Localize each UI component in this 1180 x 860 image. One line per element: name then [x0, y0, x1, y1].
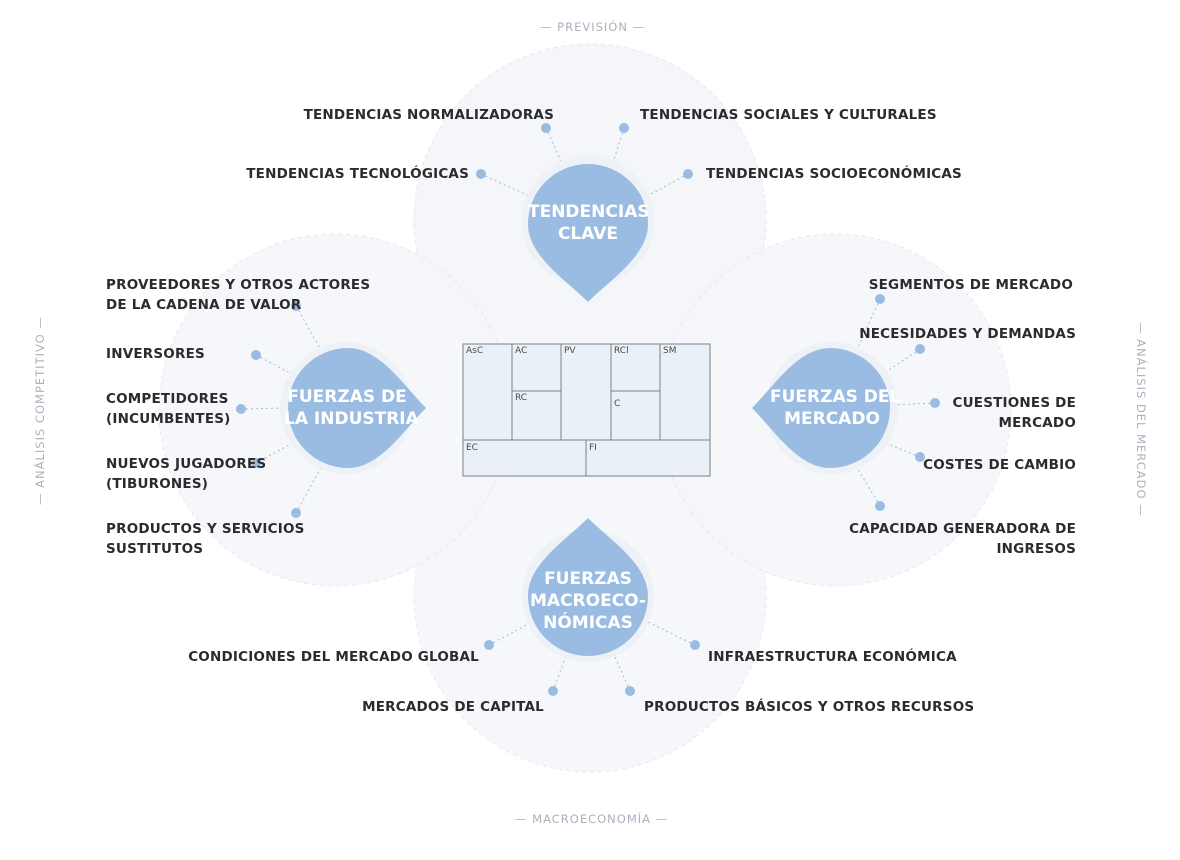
title-line: NÓMICAS	[543, 613, 633, 633]
dot	[251, 458, 261, 468]
cell-pv	[560, 343, 612, 441]
title-mercado: FUERZAS DEL MERCADO	[770, 386, 901, 430]
item-competidores: COMPETIDORES (INCUMBENTES)	[106, 389, 231, 429]
dot	[683, 169, 693, 179]
dot	[236, 404, 246, 414]
item-line: SUSTITUTOS	[106, 541, 204, 557]
cell-label-pv: PV	[564, 346, 576, 356]
item-inversores: INVERSORES	[106, 344, 205, 364]
drop-tendencias	[528, 164, 648, 302]
dot	[484, 640, 494, 650]
item-condiciones-mercado-global: CONDICIONES DEL MERCADO GLOBAL	[188, 649, 479, 665]
cell-label-sm: SM	[663, 346, 677, 356]
dot	[690, 640, 700, 650]
item-productos-sustitutos: PRODUCTOS Y SERVICIOS SUSTITUTOS	[106, 519, 305, 559]
drop-mercado	[752, 348, 890, 468]
item-line: SEGMENTOS DE MERCADO	[868, 277, 1073, 293]
item-line: PROVEEDORES Y OTROS ACTORES	[106, 277, 371, 293]
dot	[619, 123, 629, 133]
item-infraestructura-economica: INFRAESTRUCTURA ECONÓMICA	[708, 649, 957, 665]
cell-label-c: C	[614, 399, 621, 409]
drop-macro	[528, 518, 648, 656]
cell-label-ec: EC	[466, 443, 478, 453]
axis-bottom-text: MACROECONOMÍA	[532, 812, 651, 826]
title-line: FUERZAS DEL	[770, 387, 901, 407]
title-line: MERCADO	[784, 409, 880, 429]
axis-bottom-label: — MACROECONOMÍA —	[515, 812, 669, 826]
axis-right-label: — ANÁLISIS DEL MERCADO —	[1134, 322, 1148, 517]
drop-industria	[288, 348, 426, 468]
cell-rc	[511, 390, 562, 441]
item-nuevos-jugadores: NUEVOS JUGADORES (TIBURONES)	[106, 454, 266, 494]
item-cuestiones: CUESTIONES DE MERCADO	[953, 393, 1077, 433]
item-mercados-capital: MERCADOS DE CAPITAL	[362, 699, 544, 715]
item-line: COSTES DE CAMBIO	[923, 457, 1076, 473]
dot	[291, 508, 301, 518]
title-line: CLAVE	[557, 224, 619, 244]
item-line: CAPACIDAD GENERADORA DE	[849, 521, 1076, 537]
cell-label-ac: AC	[515, 346, 528, 356]
title-line: LA INDUSTRIA	[284, 409, 419, 429]
title-industria: FUERZAS DE LA INDUSTRIA	[284, 386, 419, 430]
cell-label-fi: FI	[589, 443, 597, 453]
item-line: (INCUMBENTES)	[106, 411, 231, 427]
axis-left-label: — ANÁLISIS COMPETITIVO —	[33, 316, 47, 505]
item-line: NECESIDADES Y DEMANDAS	[859, 326, 1076, 342]
item-proveedores: PROVEEDORES Y OTROS ACTORES DE LA CADENA…	[106, 275, 370, 315]
cell-label-asc: AsC	[466, 346, 484, 356]
axis-left-text: ANÁLISIS COMPETITIVO	[33, 333, 47, 488]
dot	[875, 501, 885, 511]
title-line: MACROECO-	[529, 591, 646, 611]
item-line: CUESTIONES DE	[952, 395, 1076, 411]
item-tendencias-tecnologicas: TENDENCIAS TECNOLÓGICAS	[246, 166, 469, 182]
teardrops	[280, 155, 898, 662]
cell-label-rc: RC	[515, 393, 528, 403]
item-productos-basicos: PRODUCTOS BÁSICOS Y OTROS RECURSOS	[644, 699, 975, 715]
dot	[251, 350, 261, 360]
item-necesidades: NECESIDADES Y DEMANDAS	[859, 324, 1076, 344]
item-tendencias-normalizadoras: TENDENCIAS NORMALIZADORAS	[303, 107, 554, 123]
dot	[541, 123, 551, 133]
dot	[915, 344, 925, 354]
axis-top-label: — PREVISIÓN —	[540, 20, 646, 34]
title-tendencias: TENDENCIAS CLAVE	[528, 201, 650, 245]
dot	[915, 452, 925, 462]
title-line: TENDENCIAS	[528, 202, 650, 222]
dot	[875, 294, 885, 304]
dot	[476, 169, 486, 179]
item-costes-cambio: COSTES DE CAMBIO	[923, 455, 1076, 475]
title-macro: FUERZAS MACROECO- NÓMICAS	[528, 568, 648, 634]
dot	[930, 398, 940, 408]
connector-dots	[236, 123, 940, 696]
cell-asc	[462, 343, 513, 441]
item-capacidad-ingresos: CAPACIDAD GENERADORA DE INGRESOS	[849, 519, 1076, 559]
title-line: FUERZAS	[544, 569, 632, 589]
cell-rcl	[610, 343, 661, 392]
item-line: COMPETIDORES	[106, 391, 229, 407]
item-line: MERCADO	[998, 415, 1076, 431]
axis-top-text: PREVISIÓN	[557, 20, 628, 34]
cell-sm	[659, 343, 711, 441]
dot	[548, 686, 558, 696]
item-line: DE LA CADENA DE VALOR	[106, 297, 302, 313]
dot	[625, 686, 635, 696]
cell-ec	[462, 439, 587, 477]
title-line: FUERZAS DE	[287, 387, 407, 407]
item-line: (TIBURONES)	[106, 476, 209, 492]
item-line: NUEVOS JUGADORES	[106, 456, 267, 472]
item-segmentos: SEGMENTOS DE MERCADO	[869, 275, 1073, 295]
item-line: PRODUCTOS Y SERVICIOS	[106, 521, 305, 537]
item-line: INVERSORES	[106, 346, 205, 362]
cell-label-rcl: RCl	[614, 346, 629, 356]
axis-right-text: ANÁLISIS DEL MERCADO	[1134, 339, 1148, 500]
dot	[291, 301, 301, 311]
item-tendencias-sociales: TENDENCIAS SOCIALES Y CULTURALES	[640, 107, 937, 123]
item-tendencias-socioeconomicas: TENDENCIAS SOCIOECONÓMICAS	[706, 166, 962, 182]
cell-fi	[585, 439, 711, 477]
item-line: INGRESOS	[996, 541, 1076, 557]
business-model-canvas	[462, 343, 711, 477]
